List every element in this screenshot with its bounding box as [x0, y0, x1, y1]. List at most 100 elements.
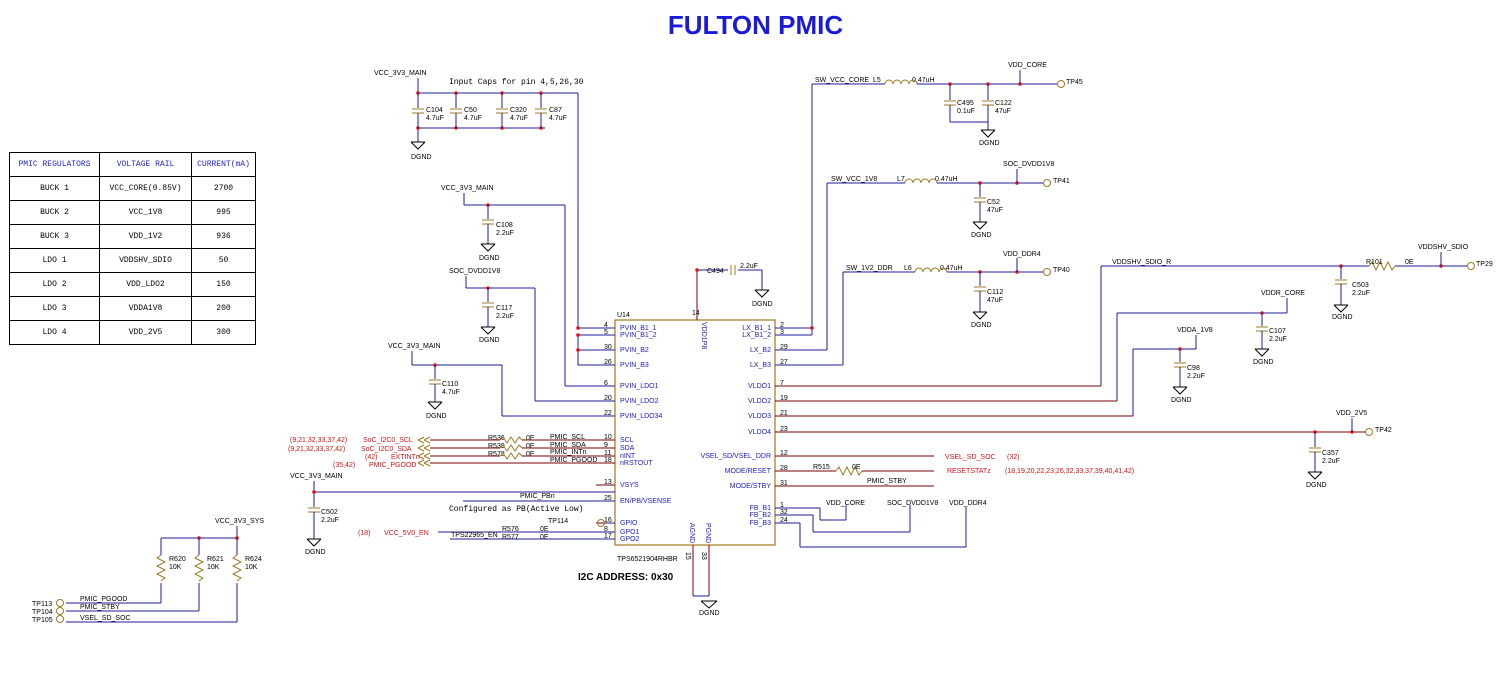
cap-ref: C108: [496, 222, 513, 229]
resistor-symbol: [499, 436, 523, 444]
pin-number: 31: [780, 480, 788, 487]
net-pmic-sda: PMIC_SDA: [550, 442, 586, 449]
ground-symbol: [972, 221, 988, 230]
res-ref: R621: [207, 556, 224, 563]
res-ref: R539: [488, 443, 505, 450]
cap-value: 2.2uF: [1187, 373, 1205, 380]
res-ref: R620: [169, 556, 186, 563]
pin-number: 19: [780, 395, 788, 402]
pb-note: Configured as PB(Active Low): [449, 505, 583, 514]
i2c-address: I2C ADDRESS: 0x30: [578, 572, 674, 583]
cap-value: 47uF: [987, 297, 1003, 304]
table-cell: VDDA1V8: [99, 296, 192, 321]
pin-label: LX_B1_1: [742, 325, 771, 332]
pin-number: 25: [604, 495, 612, 502]
res-ref: R578: [488, 451, 505, 458]
right-pin-group: 2LX_B1_13LX_B1_229LX_B227LX_B37VLDO119VL…: [701, 322, 795, 527]
resistor-symbol: [155, 554, 167, 582]
table-cell: LDO 4: [9, 320, 100, 345]
pin-number: 10: [604, 434, 612, 441]
pin-label: FB_B3: [750, 520, 772, 527]
pin-label: VLDO2: [748, 398, 771, 405]
pin-number: 24: [780, 517, 788, 524]
cap-value: 4.7uF: [510, 115, 528, 122]
ground-label: DGND: [305, 549, 326, 556]
cap-value: 47uF: [995, 108, 1011, 115]
resistor-symbol: [231, 554, 243, 582]
resistor-symbol: [499, 444, 523, 452]
cap-ref: C107: [1269, 328, 1286, 335]
res-value: 0E: [852, 464, 861, 471]
ground-label: DGND: [479, 337, 500, 344]
cap-value: 2.2uF: [496, 230, 514, 237]
table-cell: 50: [191, 248, 256, 273]
fb-vdd-ddr4: VDD_DDR4: [949, 500, 987, 507]
cap-value: 2.2uF: [1322, 458, 1340, 465]
pin-label: GPO1: [620, 529, 640, 536]
tp-label: TP29: [1476, 261, 1493, 268]
tp-label: TP114: [548, 518, 568, 525]
ind-ref: L5: [873, 77, 881, 84]
tp-label: TP45: [1066, 79, 1083, 86]
ref-extint: (42): [365, 454, 377, 461]
pin-number: 23: [780, 426, 788, 433]
net-pmic-pgood: PMIC_PGOOD: [550, 457, 597, 464]
pin-number: 1: [780, 502, 784, 509]
pin-label: PVIN_LDO34: [620, 413, 663, 420]
fb-vdd-core: VDD_CORE: [826, 500, 865, 507]
ind-value: 0.47uH: [935, 176, 958, 183]
table-cell: 2700: [191, 176, 256, 201]
ground-label: DGND: [1171, 397, 1192, 404]
cap-value: 0.1uF: [957, 108, 975, 115]
ground-symbol: [306, 538, 322, 547]
pin-label: nINT: [620, 453, 636, 460]
net-label-vcc-3v3-main: VCC_3V3_MAIN: [290, 473, 343, 480]
ground-symbol: [1172, 386, 1188, 395]
cap-value: 2.2uF: [740, 263, 758, 270]
res-ref: R576: [502, 526, 519, 533]
pin-label: EN/PB/VSENSE: [620, 498, 672, 505]
cap-ref: C122: [995, 100, 1012, 107]
pin-number: 17: [604, 533, 612, 540]
pin-label: LX_B2: [750, 347, 771, 354]
vdd-pin-label: VDD1P8: [700, 322, 707, 349]
pin-label: GPO2: [620, 536, 640, 543]
inductor-symbol: [904, 178, 938, 184]
pin-number: 20: [604, 395, 612, 402]
pin-label: PVIN_B1_1: [620, 325, 657, 332]
pin-label: PVIN_LDO2: [620, 398, 659, 405]
cap-value: 2.2uF: [1352, 290, 1370, 297]
pin-label: LX_B1_2: [742, 332, 771, 339]
tp-label: TP105: [32, 617, 53, 624]
pin-number: 2: [780, 322, 784, 329]
pin-number: 11: [604, 450, 611, 457]
pin-number: 8: [604, 526, 608, 533]
tp-label: TP42: [1375, 427, 1392, 434]
cap-value: 47uF: [987, 207, 1003, 214]
cap-value: 4.7uF: [442, 389, 460, 396]
pin-label: PVIN_B1_2: [620, 332, 657, 339]
net-sw-1v2-ddr: SW_1V2_DDR: [846, 265, 893, 272]
net-vdd-ddr4: VDD_DDR4: [1003, 251, 1041, 258]
ground-symbol: [410, 141, 426, 150]
ref-scl: (9,21,32,33,37,42): [290, 437, 347, 444]
net-pmic-scl: PMIC_SCL: [550, 434, 585, 441]
net-vcc-3v3-sys: VCC_3V3_SYS: [215, 518, 264, 525]
pin-label: PVIN_B3: [620, 362, 649, 369]
res-value: 0E: [526, 435, 535, 442]
res-ref: R577: [502, 534, 519, 541]
tp-label: TP113: [32, 601, 52, 608]
table-cell: BUCK 2: [9, 200, 100, 225]
net-pmic-pgood-ref: PMIC_PGOOD: [369, 462, 416, 469]
resistor-symbol: [499, 452, 523, 460]
cap-ref: C495: [957, 100, 974, 107]
resistor-symbol: [835, 465, 863, 477]
table-cell: VCC_CORE(0.85V): [99, 176, 192, 201]
net-resetstatz: RESETSTATz: [947, 468, 991, 475]
connector-arrow: [417, 459, 431, 467]
res-value: 0E: [526, 451, 535, 458]
net-pmic-stby: PMIC_STBY: [80, 604, 120, 611]
net-vdda-1v8: VDDA_1V8: [1177, 327, 1213, 334]
